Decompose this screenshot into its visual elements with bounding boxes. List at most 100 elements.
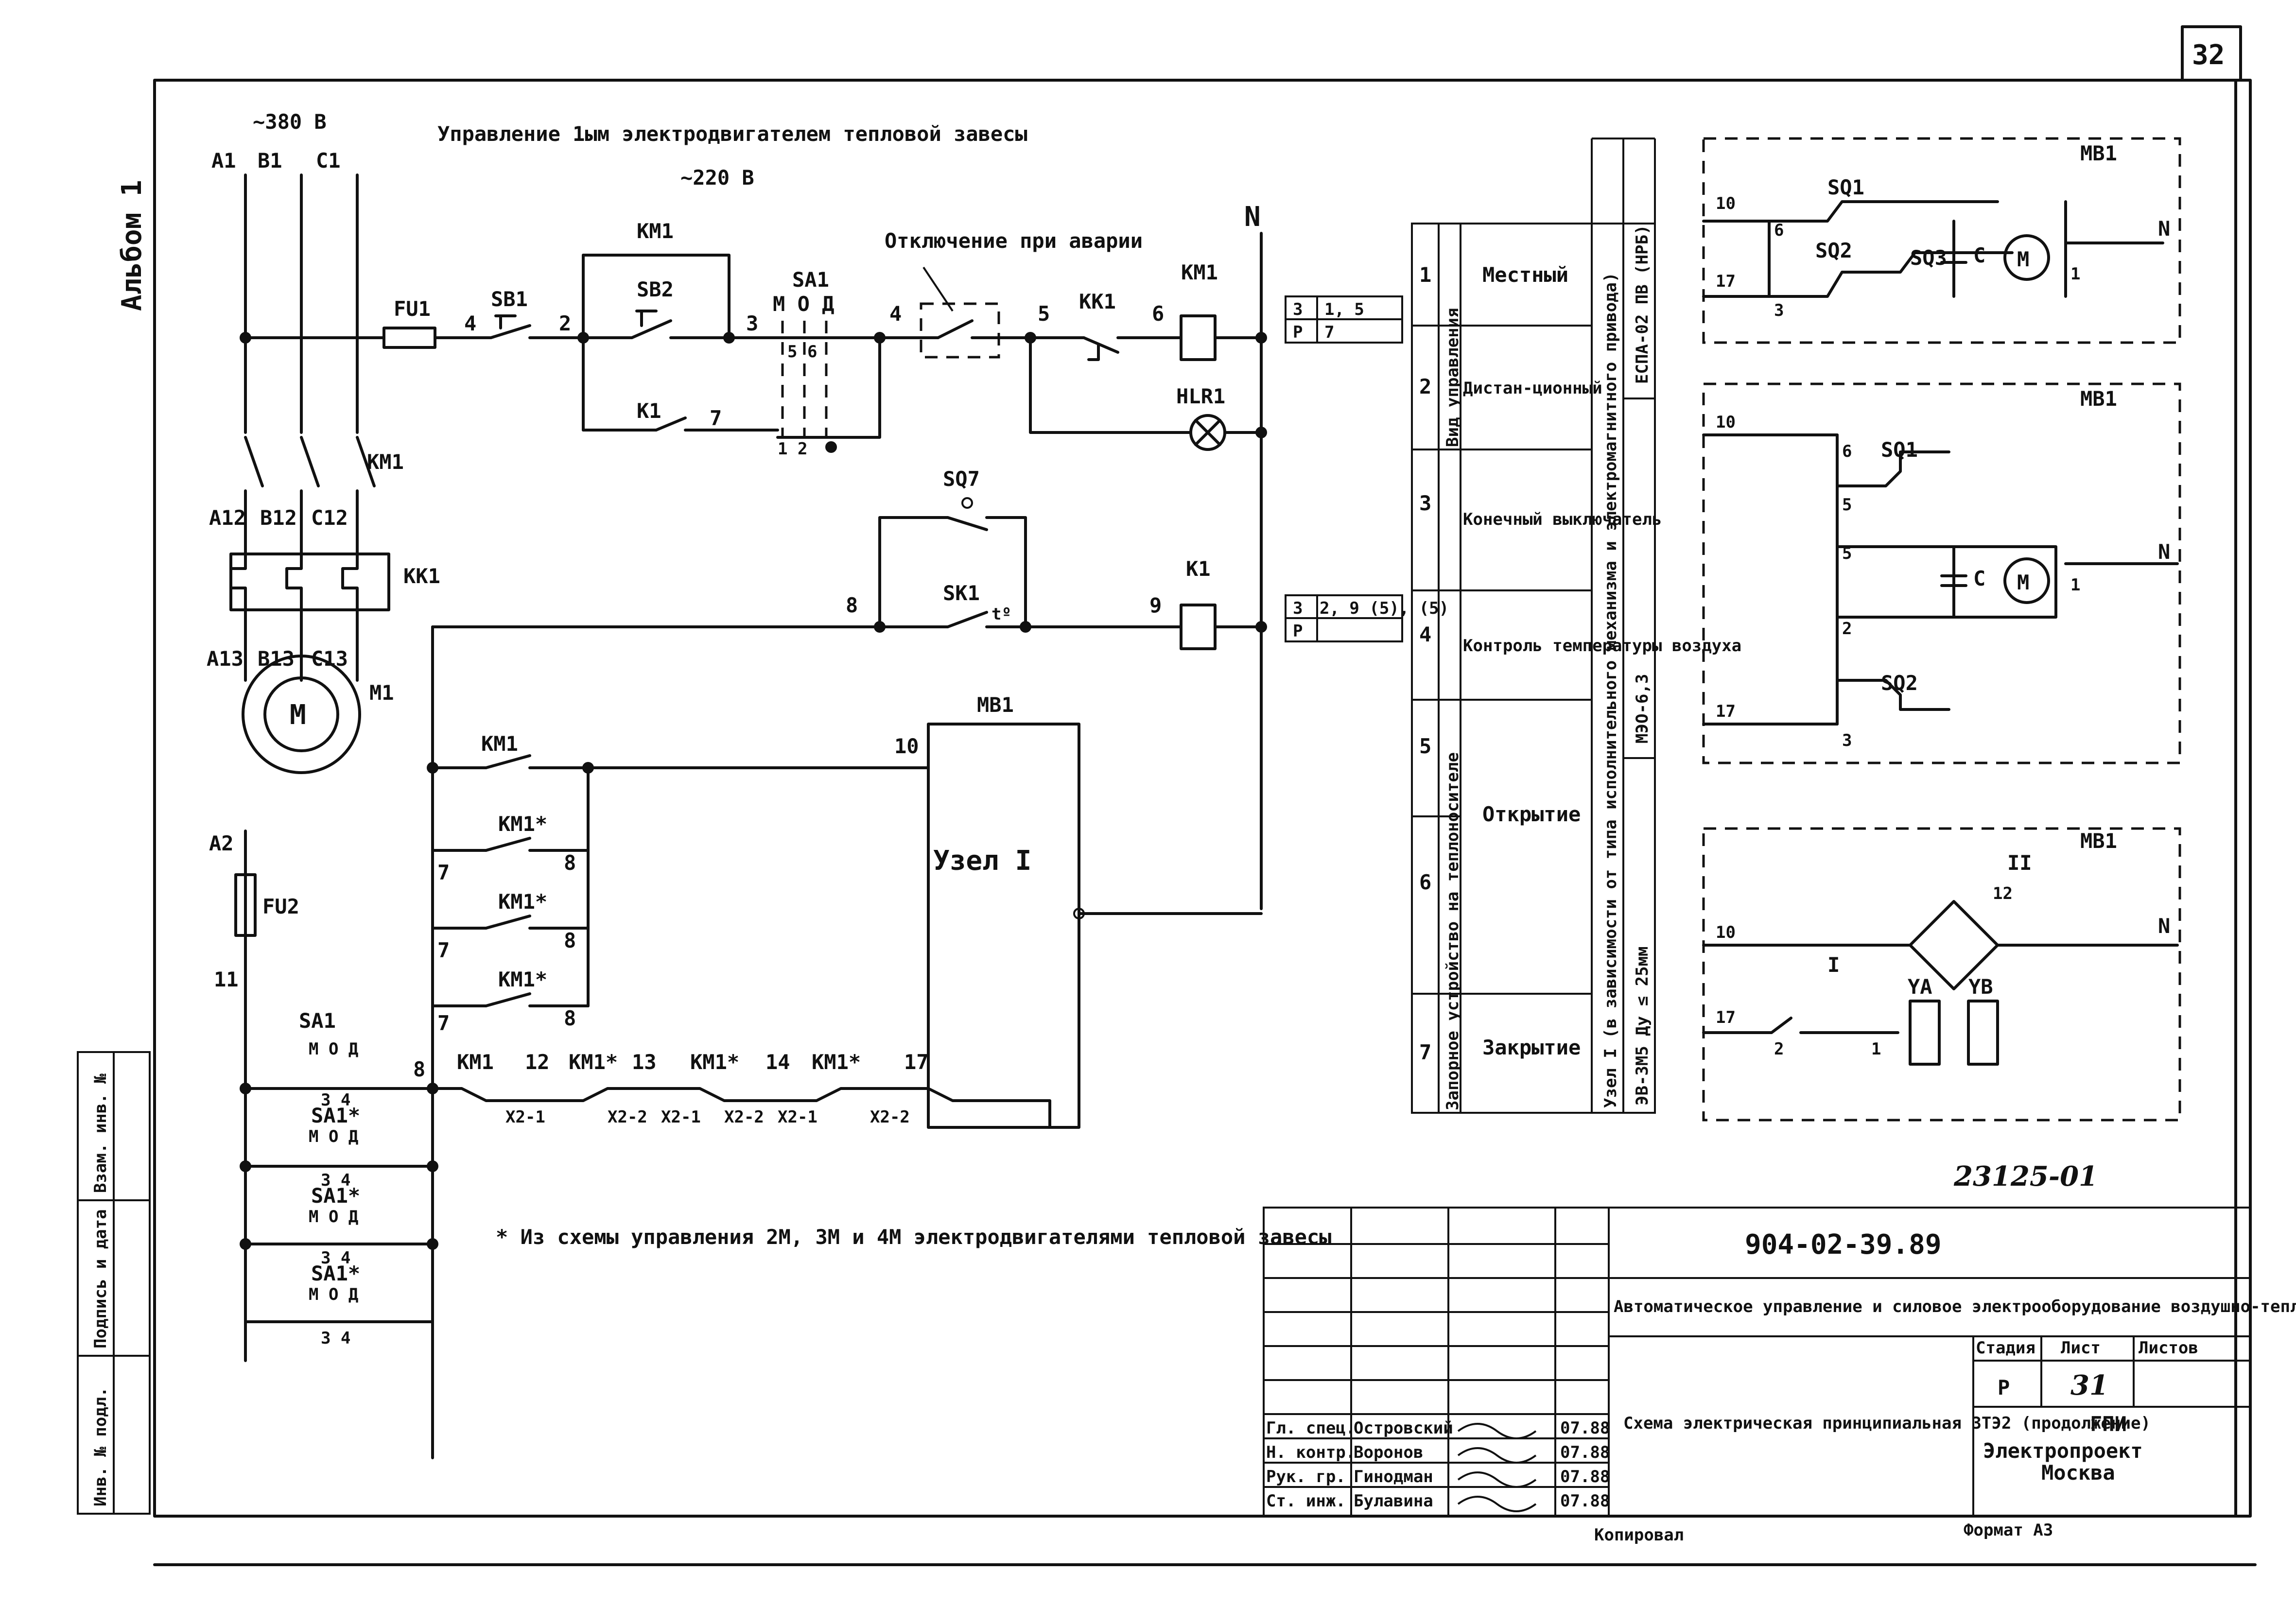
contact-k1: К1 (637, 399, 661, 423)
nd2-sq1: SQ1 (1881, 438, 1918, 462)
switch-sq7: SQ7 (943, 467, 980, 491)
variant-3: ЭВ-3М5 Ду ≤ 25мм (1633, 946, 1652, 1106)
nd1-cap: С (1973, 243, 1985, 267)
ref1-a: 3 (1293, 300, 1303, 319)
ref1-b: 1, 5 (1324, 300, 1364, 319)
page-number: 32 (2192, 39, 2225, 71)
lamp-hlr1: HLR1 (1176, 384, 1225, 408)
node-diagram-2: МВ1 10 17 SQ1 SQ2 С М N 6 5 5 1 2 3 (1702, 382, 2181, 764)
chain-km-1: КМ1 (457, 1050, 494, 1074)
wire-7-top: 7 (710, 406, 722, 430)
nd1-w10: 10 (1716, 194, 1736, 213)
fuse-fu2: FU2 (262, 895, 299, 918)
wire-10: 10 (894, 734, 919, 758)
fuse-fu1: FU1 (394, 297, 431, 321)
nd3-yb: YB (1968, 975, 1993, 999)
nd3-w1: 1 (1871, 1039, 1881, 1059)
wire-8b: 8 (564, 929, 576, 952)
node-label: Узел I (933, 845, 1031, 877)
row-1-text: Местный (1482, 263, 1568, 287)
sa-block-4: SA1* (311, 1261, 360, 1285)
nd2-motor: М (2017, 570, 2029, 594)
km-contacts-repeat (431, 837, 590, 1007)
sa-block-1-contacts: 3 4 (321, 1090, 350, 1110)
stamp-sign: Подпись и дата (91, 1209, 110, 1348)
sa-block-2: SA1* (311, 1104, 360, 1127)
phase-a12: А12 (209, 506, 246, 530)
nd3-n: N (2158, 914, 2170, 938)
row-5-num: 5 (1419, 734, 1431, 758)
switch-sa1: SA1 (792, 268, 829, 292)
row-6-num: 6 (1419, 870, 1431, 894)
legend-table: 1 Местный 2 Дистан-ционный 3 Конечный вы… (1411, 138, 1741, 1114)
phase-c1: С1 (316, 149, 341, 173)
signature-scribbles (1457, 1423, 1537, 1512)
x-6: Х2-2 (870, 1107, 910, 1127)
nd3-w10: 10 (1716, 923, 1736, 942)
row-4-num: 4 (1419, 622, 1431, 646)
chain-km-3: КМ1* (690, 1050, 739, 1074)
coil-km1: КМ1 (1181, 260, 1218, 284)
mb1-label: МВ1 (977, 693, 1014, 717)
wire-8c: 8 (564, 1006, 576, 1030)
wire-4b: 4 (889, 302, 902, 326)
sensor-sk1: SK1 (943, 581, 980, 605)
phase-a1: А1 (211, 149, 236, 173)
tb-sheet-title: Схема электрическая принципиальная ЗТЭ2 … (1623, 1414, 2151, 1433)
wire-7b: 7 (437, 938, 450, 962)
row-6-text: Открытие (1482, 802, 1581, 826)
node-diagram-1: МВ1 10 17 SQ1 SQ2 SQ3 С М N 6 3 1 (1702, 137, 2181, 344)
nd1-sq1: SQ1 (1827, 175, 1864, 199)
row-3-num: 3 (1419, 491, 1431, 515)
sig-role-1: Гл. спец. (1266, 1418, 1356, 1438)
phase-a13: А13 (207, 647, 244, 671)
nd2-n: N (2158, 540, 2170, 564)
wire-3: 3 (746, 311, 758, 335)
row-3-text: Конечный выключатель (1463, 510, 1662, 529)
nd1-n: N (2158, 217, 2170, 241)
motor-m1: М1 (369, 681, 394, 705)
chain-12: 12 (525, 1050, 550, 1074)
sa-block-3-contacts: 3 4 (321, 1248, 350, 1268)
main-title: Управление 1ым электродвигателем теплово… (437, 122, 1027, 146)
group-control-type: Вид управления (1443, 308, 1462, 447)
variant-1: ЕСПА-02 ПВ (НРБ) (1633, 225, 1652, 384)
button-sb2: SB2 (637, 277, 674, 301)
phase-b12: В12 (260, 506, 297, 530)
chain-14: 14 (765, 1050, 790, 1074)
sensor-temp: tº (991, 605, 1011, 624)
tb-org-2: Электропроект (1983, 1439, 2143, 1463)
row-2-text: Дистан-ционный (1463, 379, 1602, 398)
sa-block-1: SA1 (299, 1009, 336, 1033)
nd2-w3: 3 (1842, 731, 1852, 750)
nd1-w1: 1 (2070, 264, 2080, 284)
tb-org-3: Москва (2041, 1461, 2115, 1485)
contactor-km1: КМ1 (367, 450, 404, 474)
lower-circuit: КМ1 10 КМ1* КМ1* КМ1* 7 8 7 8 7 8 МВ1 Уз… (209, 693, 1331, 1362)
coil-k1: К1 (1186, 557, 1211, 581)
nd2-cap: С (1973, 567, 1985, 590)
tb-stage: Р (1998, 1376, 2010, 1400)
nd3-w2: 2 (1774, 1039, 1784, 1059)
contact-km1-top: КМ1 (637, 219, 674, 243)
title-block: 23125-01 904-02-39.89 Автоматическое упр… (1263, 1160, 2296, 1545)
sa1-contacts-top: 5 6 (787, 342, 817, 362)
nd1-w3: 3 (1774, 301, 1784, 320)
sa-block-2-contacts: 3 4 (321, 1171, 350, 1190)
sig-role-4: Ст. инж. (1266, 1491, 1346, 1511)
wire-2: 2 (559, 311, 571, 335)
nd3-sw2: II (2007, 851, 2032, 875)
nd1-w6: 6 (1774, 221, 1784, 240)
nd1-sq3: SQ3 (1910, 246, 1947, 270)
row-1-num: 1 (1419, 263, 1431, 287)
wire-9: 9 (1149, 593, 1162, 617)
sig-name-2: Воронов (1354, 1443, 1423, 1462)
side-stamp: Инв. № подл. Подпись и дата Взам. инв. № (77, 1051, 151, 1515)
contact-kk1: КК1 (1079, 290, 1116, 313)
stamp-replace: Взам. инв. № (91, 1073, 110, 1193)
row-2-num: 2 (1419, 375, 1431, 398)
sa-block-3-pos: М О Д (309, 1207, 358, 1227)
sa1-contacts-bottom: 1 2 (778, 439, 807, 459)
ref1-c: Р (1293, 323, 1303, 342)
